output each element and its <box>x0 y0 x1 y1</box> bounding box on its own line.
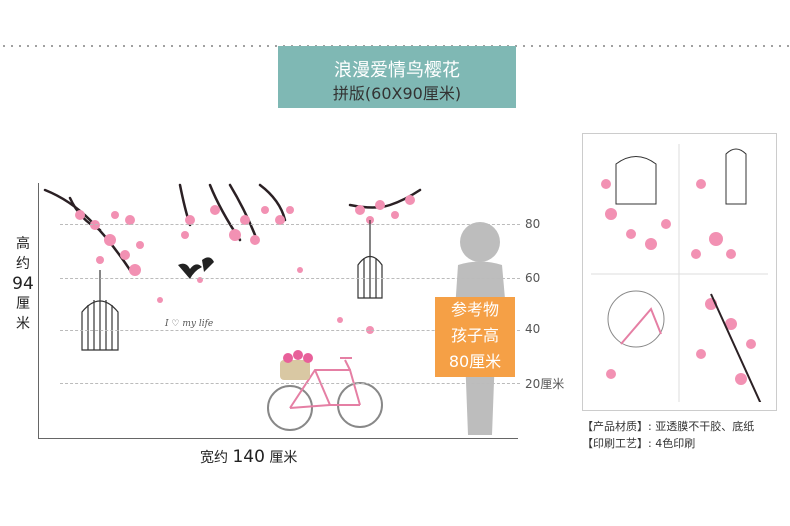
title-banner: 浪漫爱情鸟樱花 拼版(60X90厘米) <box>278 46 516 108</box>
material-info: 【产品材质】: 亚透膜不干胶、底纸 <box>582 420 755 433</box>
ruler-tick-20: 20厘米 <box>525 377 565 391</box>
product-size: 拼版(60X90厘米) <box>332 84 462 103</box>
ruler-tick-80: 80 <box>525 217 541 231</box>
ruler-tick-60: 60 <box>525 271 541 285</box>
height-axis <box>38 183 39 438</box>
ruler-line-40 <box>60 330 520 331</box>
print-info: 【印刷工艺】: 4色印刷 <box>582 437 696 450</box>
width-label: 宽约 140 厘米 <box>200 447 298 467</box>
ruler-line-80 <box>60 224 520 225</box>
reference-badge: 参考物 孩子高 80厘米 <box>435 297 515 377</box>
height-label: 高约 94 厘米 <box>12 236 34 332</box>
ruler-tick-40: 40 <box>525 322 541 336</box>
sticker-sheet-image <box>591 144 768 402</box>
decal-script-text: I ♡ my life <box>164 319 213 329</box>
ruler-line-60 <box>60 278 520 279</box>
product-info: 【产品材质】: 亚透膜不干胶、底纸 【印刷工艺】: 4色印刷 <box>582 418 754 452</box>
ruler-line-20 <box>60 383 520 384</box>
sticker-sheet-preview <box>582 133 777 411</box>
product-title: 浪漫爱情鸟樱花 <box>334 60 460 81</box>
width-axis <box>38 438 518 439</box>
